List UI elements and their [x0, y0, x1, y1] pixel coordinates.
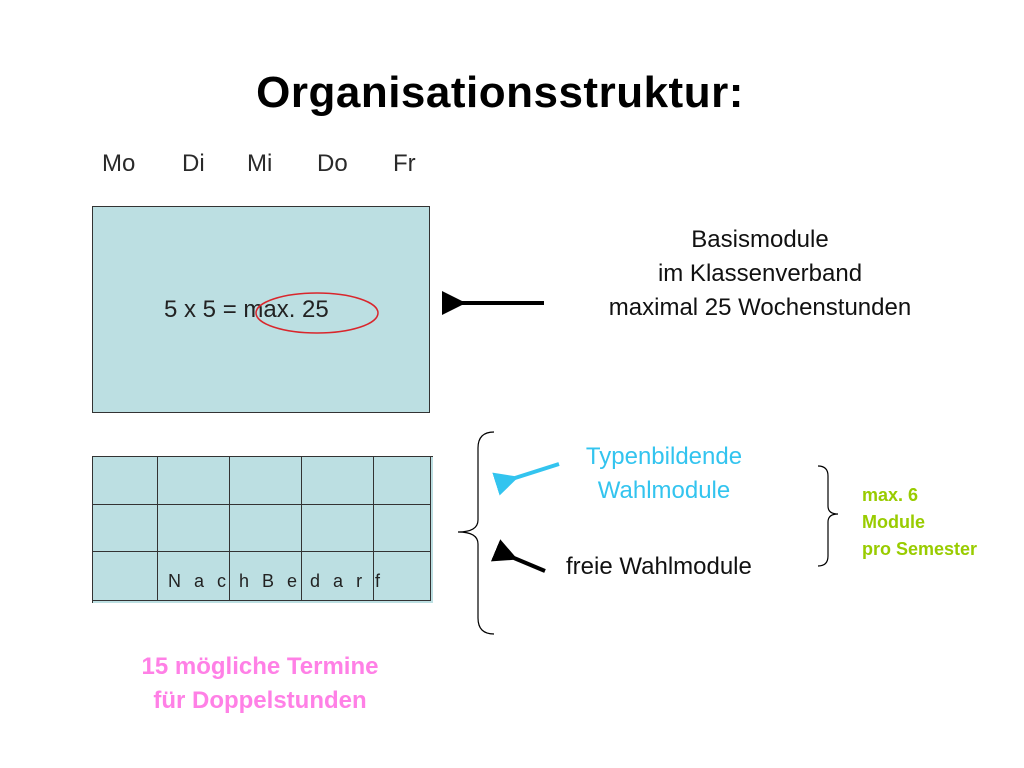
day-label-mo: Mo [102, 150, 136, 177]
basismodule-line1: Basismodule [691, 226, 829, 253]
day-label-di: Di [182, 150, 205, 177]
grid-cell [302, 552, 374, 601]
termine-line1: 15 mögliche Termine [141, 653, 379, 680]
max-module-line2: Module [862, 512, 925, 532]
freie-wahlmodule-arrow [490, 539, 546, 573]
wahlmodule-grid [92, 456, 433, 603]
typenbildende-arrow [492, 462, 560, 496]
grid-cell [302, 457, 374, 505]
max-module-brace [817, 465, 839, 567]
grid-cell [302, 505, 374, 552]
grid-cell [230, 552, 302, 601]
slide-title: Organisationsstruktur: [256, 68, 744, 117]
wahlmodule-brace [457, 431, 495, 635]
day-label-mi: Mi [247, 150, 273, 177]
termine-line2: für Doppelstunden [153, 687, 367, 714]
grid-cell [230, 505, 302, 552]
basis-formula: 5 x 5 = max. 25 [164, 296, 329, 323]
basismodule-line2: im Klassenverband [657, 260, 863, 287]
day-label-fr: Fr [393, 150, 416, 177]
max-module-line3: pro Semester [862, 539, 978, 559]
grid-cell [158, 552, 230, 601]
basismodule-description: Basismodule im Klassenverband maximal 25… [560, 223, 960, 325]
highlight-ellipse [255, 292, 379, 334]
termine-note: 15 mögliche Termine für Doppelstunden [60, 650, 460, 718]
grid-cell [93, 552, 158, 601]
grid-cell [230, 457, 302, 505]
nach-bedarf-label: N a c h B e d a r f [168, 571, 385, 591]
grid-cell [158, 505, 230, 552]
grid-cell [374, 505, 431, 552]
freie-wahlmodule-label: freie Wahlmodule [566, 553, 752, 580]
grid-cell [374, 457, 431, 505]
typenbildende-line2: Wahlmodule [597, 477, 731, 504]
basismodule-line3: maximal 25 Wochenstunden [608, 294, 912, 321]
day-label-do: Do [317, 150, 348, 177]
basismodule-box [92, 206, 430, 413]
grid-cell [93, 505, 158, 552]
max-module-note: max. 6 Module pro Semester [862, 482, 977, 563]
grid-cell [93, 457, 158, 505]
grid-cell [158, 457, 230, 505]
typenbildende-line1: Typenbildende [585, 443, 743, 470]
typenbildende-wahlmodule-label: Typenbildende Wahlmodule [552, 440, 776, 508]
max-module-line1: max. 6 [862, 485, 919, 505]
grid-cell [374, 552, 431, 601]
